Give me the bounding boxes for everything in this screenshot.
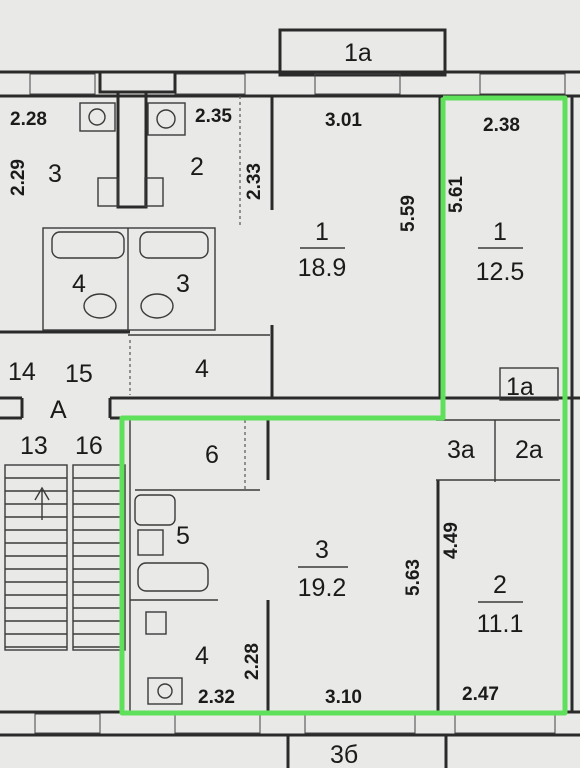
bathroom-outline xyxy=(42,227,216,331)
window-top-4 xyxy=(479,73,566,95)
room-1a-right: 1a xyxy=(506,373,534,401)
sink-icon xyxy=(79,102,116,132)
dim-2-47: 2.47 xyxy=(462,684,499,705)
room-2a: 2a xyxy=(515,436,543,464)
room-15: 15 xyxy=(65,360,93,388)
dim-2-28-top: 2.28 xyxy=(10,109,47,130)
dim-5-63: 5.63 xyxy=(403,559,424,596)
dim-2-35: 2.35 xyxy=(195,106,232,127)
dim-4-49: 4.49 xyxy=(441,522,462,559)
dim-2-38: 2.38 xyxy=(483,115,520,136)
stair-a: A xyxy=(50,396,67,424)
room-4-kitchen: 4 xyxy=(195,642,209,670)
bathtub-icon xyxy=(51,231,125,259)
highlight-outline xyxy=(119,95,568,716)
room-5: 5 xyxy=(176,522,190,550)
sanitary-fixtures xyxy=(42,102,216,705)
room-3-left: 3 xyxy=(48,160,62,188)
apartment-highlight xyxy=(119,95,568,716)
dim-2-32: 2.32 xyxy=(198,687,235,708)
pipe-icon xyxy=(97,177,119,207)
toilet-icon xyxy=(83,293,117,319)
dimension-labels: 2.28 2.35 3.01 2.38 2.29 2.33 5.59 5.61 … xyxy=(8,106,520,708)
dim-2-29: 2.29 xyxy=(8,159,29,196)
room-3a: 3a xyxy=(447,436,475,464)
bathtub-icon xyxy=(139,231,209,259)
dim-5-61: 5.61 xyxy=(446,176,467,213)
room-13: 13 xyxy=(20,432,48,460)
toilet-icon xyxy=(134,494,176,526)
pipe-icon xyxy=(144,177,164,207)
room-3-center: 3 xyxy=(315,536,329,564)
room-1-right: 1 xyxy=(493,218,507,246)
room-3-center-area: 19.2 xyxy=(298,574,347,602)
pipe-icon xyxy=(145,611,167,635)
room-4-bath: 4 xyxy=(72,270,86,298)
room-3-bath: 3 xyxy=(176,270,190,298)
room-1-right-area: 12.5 xyxy=(476,258,525,286)
room-2-right-area: 11.1 xyxy=(477,610,524,638)
dim-2-28-bottom: 2.28 xyxy=(242,643,263,680)
window-bottom-1 xyxy=(34,713,101,734)
room-16: 16 xyxy=(75,432,103,460)
stair-arrow-icon xyxy=(34,486,50,501)
staircase xyxy=(4,464,126,651)
bathtub-icon xyxy=(137,562,209,592)
window-top-3 xyxy=(314,73,401,95)
room-6: 6 xyxy=(205,441,219,469)
room-2-right: 2 xyxy=(493,571,507,599)
room-1-center-area: 18.9 xyxy=(298,254,347,282)
room-2-left: 2 xyxy=(190,153,204,181)
room-1a-top: 1a xyxy=(344,39,372,67)
sink-icon xyxy=(147,102,186,136)
sink-icon xyxy=(137,529,164,556)
dim-5-59: 5.59 xyxy=(398,195,419,232)
room-labels: 1a 3 2 4 3 14 15 4 A 13 16 6 5 4 1 18.9 … xyxy=(8,39,543,768)
room-14: 14 xyxy=(8,358,36,386)
toilet-icon xyxy=(140,293,174,319)
stove-icon xyxy=(147,677,183,705)
room-4-hall: 4 xyxy=(195,355,209,383)
room-1-center: 1 xyxy=(315,218,329,246)
balcony-bottom-outline xyxy=(286,733,448,768)
dim-2-33: 2.33 xyxy=(244,163,265,200)
dim-3-10: 3.10 xyxy=(325,687,362,708)
balcony-top-outline xyxy=(278,28,447,77)
dim-3-01: 3.01 xyxy=(325,110,362,131)
window-top-1 xyxy=(29,73,96,95)
room-3b-bottom: 3б xyxy=(330,741,358,768)
